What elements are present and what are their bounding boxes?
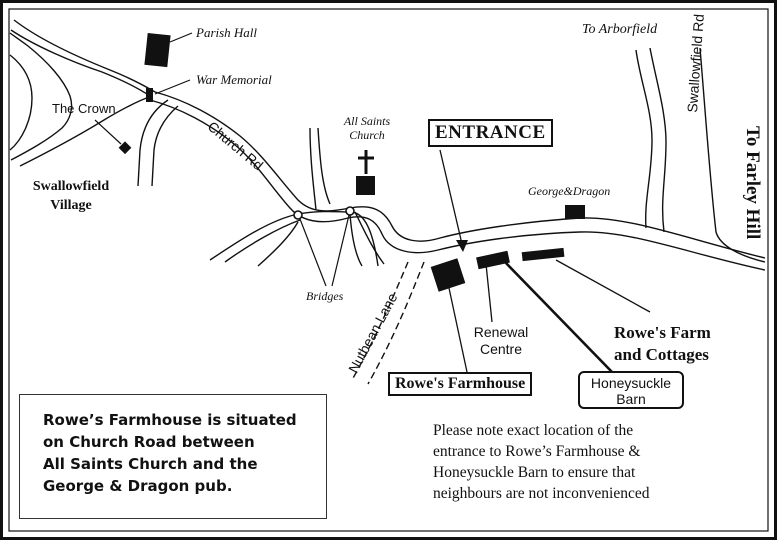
renewal-centre-leader bbox=[485, 263, 493, 323]
bridges-leader-2 bbox=[331, 214, 350, 287]
all-saints-line2: Church bbox=[349, 128, 385, 142]
the-crown-label: The Crown bbox=[52, 101, 116, 116]
entrance-note-line1: Please note exact location of the bbox=[433, 422, 634, 439]
church-road-south-edge bbox=[149, 99, 766, 271]
entrance-note-line4: neighbours are not inconvenienced bbox=[433, 485, 650, 502]
bridge-marker-1 bbox=[293, 210, 303, 220]
location-note-line1: Rowe’s Farmhouse is situated bbox=[43, 411, 297, 429]
rowes-farmhouse-leader bbox=[448, 287, 468, 373]
swallowfield-rd-west-edge bbox=[635, 49, 653, 229]
swallowfield-village-line2: Village bbox=[50, 198, 92, 213]
bridges-leader-1 bbox=[299, 218, 327, 287]
village-road-west bbox=[9, 54, 33, 151]
george-dragon-label: George&Dragon bbox=[528, 184, 611, 198]
rowes-farmhouse-building bbox=[430, 258, 466, 292]
farley-hill-road bbox=[699, 47, 766, 263]
entrance-note: Please note exact location of the entran… bbox=[433, 420, 733, 504]
swallowfield-village-label: Swallowfield Village bbox=[26, 177, 116, 215]
renewal-centre-label: Renewal Centre bbox=[466, 324, 536, 358]
entrance-arrow-head bbox=[456, 240, 468, 252]
entrance-label: ENTRANCE bbox=[428, 119, 553, 147]
rowes-farm-line2: and Cottages bbox=[614, 345, 709, 364]
stream-5 bbox=[317, 127, 331, 205]
church-road-north-edge bbox=[154, 91, 766, 259]
rowes-farmhouse-label: Rowe's Farmhouse bbox=[388, 372, 533, 396]
nutbean-lane-edge-2 bbox=[367, 261, 425, 385]
rowes-farm-building bbox=[521, 247, 565, 262]
war-memorial-marker bbox=[146, 88, 153, 102]
village-road-top bbox=[13, 19, 156, 93]
to-farley-hill-label: To Farley Hill bbox=[742, 126, 763, 240]
renewal-centre-building bbox=[476, 250, 510, 270]
location-note-line3: All Saints Church and the bbox=[43, 455, 258, 473]
village-road-south1 bbox=[19, 95, 153, 167]
nutbean-lane-edge-1 bbox=[351, 261, 409, 381]
honeysuckle-leader bbox=[504, 261, 613, 373]
parish-hall-building bbox=[144, 32, 171, 68]
map-frame-inner bbox=[8, 8, 769, 532]
location-note-box: Rowe’s Farmhouse is situated on Church R… bbox=[19, 394, 327, 519]
all-saints-line1: All Saints bbox=[343, 114, 391, 128]
honeysuckle-line2: Barn bbox=[616, 391, 646, 407]
war-memorial-leader bbox=[154, 79, 191, 95]
the-crown-building bbox=[118, 141, 132, 155]
stream-2 bbox=[224, 219, 301, 263]
village-road-south3 bbox=[151, 105, 179, 187]
rowes-farm-line1: Rowe's Farm bbox=[614, 323, 711, 342]
honeysuckle-barn-label: Honeysuckle Barn bbox=[578, 371, 684, 409]
bridge-marker-2 bbox=[345, 206, 355, 216]
the-crown-leader bbox=[94, 119, 122, 145]
renewal-centre-line2: Centre bbox=[479, 341, 523, 357]
location-note-line4: George & Dragon pub. bbox=[43, 477, 233, 495]
george-dragon-building bbox=[565, 205, 585, 219]
church-building bbox=[356, 176, 375, 195]
swallowfield-village-line1: Swallowfield bbox=[32, 179, 110, 194]
rowes-farm-leader bbox=[555, 259, 651, 313]
village-road-inner bbox=[10, 29, 151, 97]
honeysuckle-line1: Honeysuckle bbox=[590, 375, 672, 391]
renewal-centre-line1: Renewal bbox=[473, 324, 529, 340]
stream-4 bbox=[309, 127, 317, 211]
location-note-text: Rowe’s Farmhouse is situated on Church R… bbox=[43, 409, 297, 497]
to-arborfield-label: To Arborfield bbox=[582, 22, 658, 37]
swallowfield-rd-east-edge bbox=[649, 47, 667, 233]
all-saints-label: All Saints Church bbox=[336, 114, 398, 142]
stream-1 bbox=[209, 210, 379, 267]
entrance-arrow-line bbox=[439, 149, 463, 245]
bridges-label: Bridges bbox=[306, 289, 344, 303]
stream-7 bbox=[354, 211, 385, 265]
rowes-farm-label: Rowe's Farm and Cottages bbox=[614, 322, 711, 366]
parish-hall-label: Parish Hall bbox=[196, 25, 258, 40]
village-road-outer bbox=[9, 32, 73, 161]
stream-6 bbox=[349, 213, 363, 267]
stream-3 bbox=[257, 221, 299, 267]
location-note-line2: on Church Road between bbox=[43, 433, 255, 451]
entrance-note-line3: Honeysuckle Barn to ensure that bbox=[433, 464, 636, 481]
parish-hall-leader bbox=[169, 32, 193, 43]
entrance-note-line2: entrance to Rowe’s Farmhouse & bbox=[433, 443, 641, 460]
war-memorial-label: War Memorial bbox=[196, 72, 272, 87]
